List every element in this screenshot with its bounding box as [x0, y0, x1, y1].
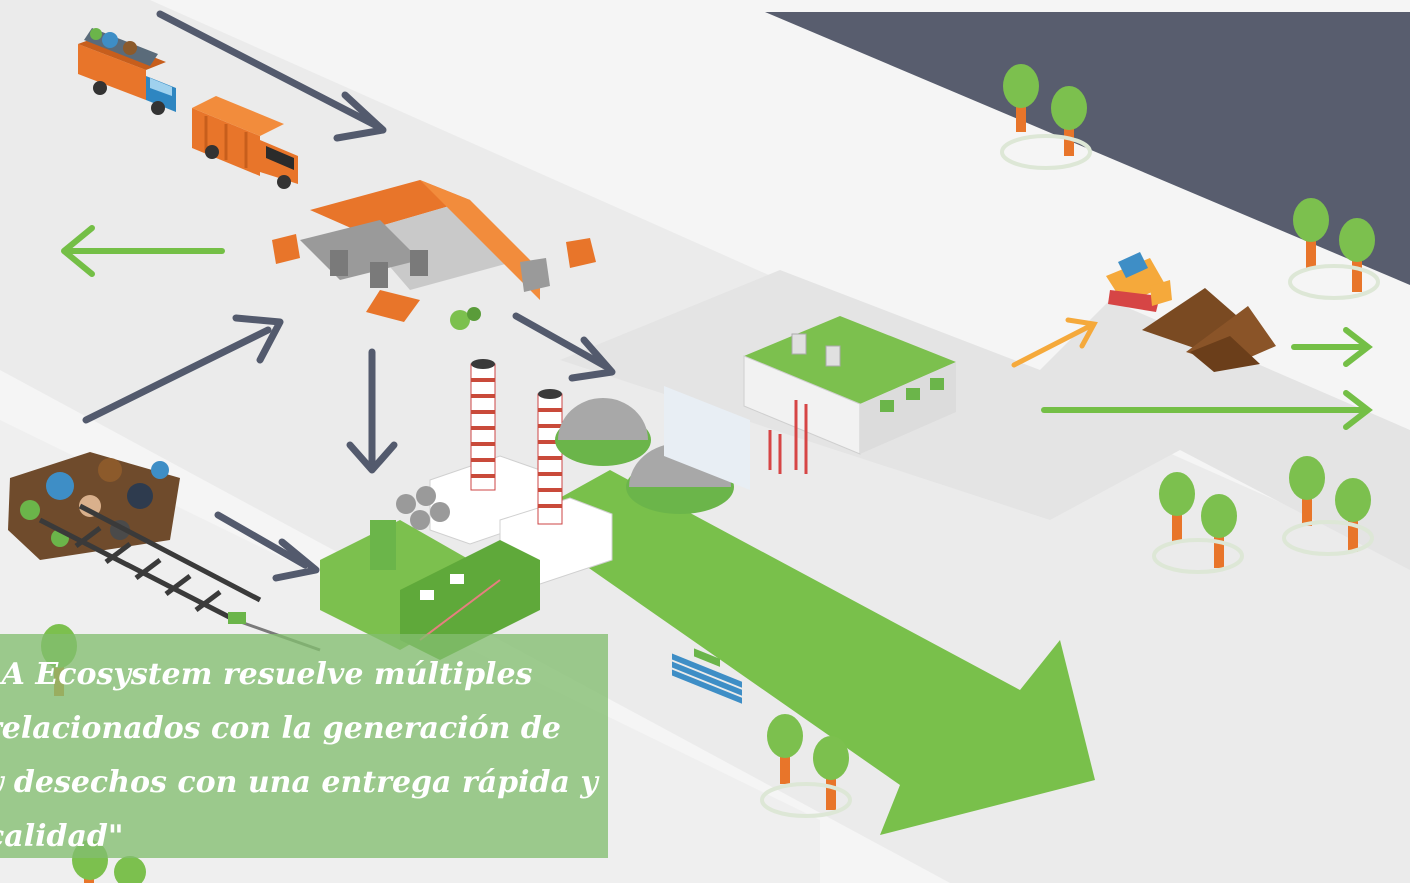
power-plant [320, 455, 613, 660]
tree-icon [1288, 198, 1380, 300]
tree-icon [1000, 64, 1092, 170]
factory-building-icon [664, 316, 956, 704]
arrow-dark-5 [512, 312, 616, 382]
green-flow-arrow [520, 470, 1095, 835]
chimney-icon [537, 389, 563, 525]
arrow-dark-4 [214, 511, 320, 582]
quote-overlay: "A Ecosystem resuelve múltiples relacion… [0, 634, 608, 858]
compost-pile-icon [1142, 288, 1276, 372]
arrow-dark-1 [156, 10, 387, 142]
arrow-orange [1011, 317, 1098, 368]
dark-arrows [82, 10, 616, 582]
conveyor-tracks [38, 503, 321, 652]
quote-text: "A Ecosystem resuelve múltiples relacion… [0, 657, 598, 854]
biogas-dome-icon [555, 398, 651, 466]
tree-icon [1282, 456, 1374, 556]
arrow-dark-2 [82, 314, 284, 424]
tree-icon [760, 714, 852, 818]
dump-truck-icon [78, 28, 176, 115]
green-arrows [61, 225, 1373, 430]
conveyor-box [228, 612, 246, 624]
tree-icon [1152, 472, 1244, 574]
bulldozer-icon [1106, 252, 1172, 312]
arrow-dark-3 [346, 348, 398, 474]
chimney-icon [470, 359, 496, 491]
arrow-green-left [61, 225, 225, 277]
arrow-green-right-1 [1291, 327, 1373, 367]
sorting-plant-icon [272, 180, 596, 330]
tree-group [41, 64, 1380, 883]
garbage-truck-icon [192, 96, 298, 189]
arrow-green-right-2 [1041, 390, 1373, 430]
